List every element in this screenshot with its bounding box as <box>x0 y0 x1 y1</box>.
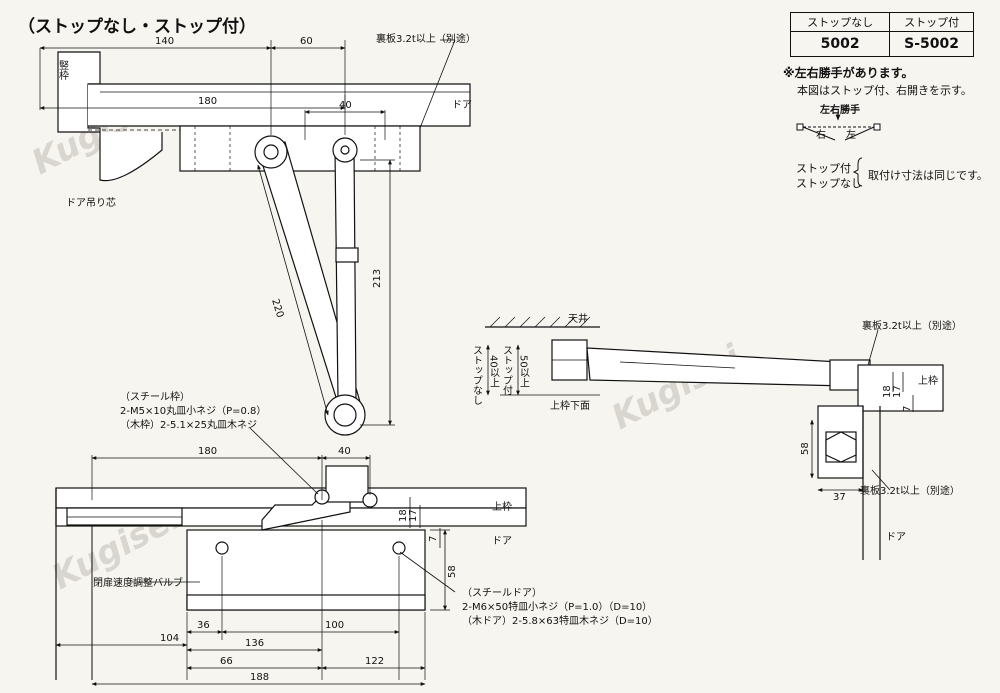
front-dim-104: 104 <box>160 633 179 644</box>
side-door-label: ドア <box>886 532 906 543</box>
side-backplate-top: 裏板3.2t以上（別途） <box>862 319 962 332</box>
handedness-note: ※左右勝手があります。 <box>783 66 914 80</box>
front-dim-136: 136 <box>245 638 264 649</box>
frame-plate <box>179 125 421 172</box>
side-dim-58: 58 <box>800 442 811 455</box>
hex-shaft <box>825 431 857 463</box>
door-top <box>88 83 471 127</box>
no-stop-min: 40以上 <box>488 355 500 388</box>
top-backplate-label: 裏板3.2t以上（別途） <box>376 32 476 45</box>
front-dim-66: 66 <box>220 656 233 667</box>
with-stop-min: 50以上 <box>518 355 530 388</box>
front-dim-17: 17 <box>408 509 419 522</box>
door-screw-wood: （木ドア）2-5.8×63特皿木ネジ（D=10） <box>462 615 658 627</box>
dim-40-top: 40 <box>339 100 352 111</box>
same-dims-note: 取付け寸法は同じです。 <box>868 169 988 182</box>
valve-label: 閉扉速度調整バルブ <box>93 576 183 589</box>
vertical-frame-label: 竪枠 <box>57 60 69 81</box>
vertical-frame <box>57 51 101 133</box>
frame-screw-title: （スチール枠） <box>120 390 190 403</box>
front-dim-40: 40 <box>338 446 351 457</box>
upper-frame-bottom-label: 上枠下面 <box>550 399 590 412</box>
front-view <box>55 427 527 686</box>
front-door-label: ドア <box>492 536 512 547</box>
dim-213: 213 <box>372 269 383 288</box>
dim-180-top: 180 <box>198 96 217 107</box>
side-dim-18: 18 <box>882 385 893 398</box>
model-no-stop: 5002 <box>789 31 891 57</box>
header-no-stop: ストップなし <box>789 12 891 32</box>
door-screw-title: （スチールドア） <box>462 587 542 599</box>
door-pivot <box>99 132 163 182</box>
front-dim-36: 36 <box>197 620 210 631</box>
front-upper-frame-label: 上枠 <box>492 500 512 513</box>
frame-screw-wood: （木枠）2-5.1×25丸皿木ネジ <box>120 418 257 431</box>
stop-without-label: ストップなし <box>796 177 862 190</box>
door-screw-left <box>215 541 229 555</box>
front-dim-122: 122 <box>365 656 384 667</box>
pivot-label: ドア吊り芯 <box>66 196 116 209</box>
dim-140: 140 <box>155 36 174 47</box>
dim-60: 60 <box>300 36 313 47</box>
model-table: ストップなし ストップ付 5002 S-5002 <box>789 12 974 57</box>
front-bracket <box>325 465 369 503</box>
header-with-stop: ストップ付 <box>889 12 974 32</box>
handedness-sketch <box>796 112 881 187</box>
ceiling-hatch <box>489 316 591 328</box>
top-door-label: ドア <box>452 100 472 111</box>
diagram-title: （ストップなし・ストップ付） <box>18 16 256 37</box>
no-stop-label: ストップなし <box>471 345 482 405</box>
stop-with-label: ストップ付 <box>796 162 851 175</box>
front-dim-180: 180 <box>198 446 217 457</box>
forearm <box>334 149 357 401</box>
door-screw-steel: 2-M6×50特皿小ネジ（P=1.0）（D=10） <box>462 601 652 613</box>
front-dim-188: 188 <box>250 672 269 683</box>
dim-220: 220 <box>269 298 285 319</box>
front-dim-100: 100 <box>325 620 344 631</box>
side-dim-17: 17 <box>892 385 903 398</box>
door-screw-right <box>392 541 406 555</box>
side-backplate-bottom: 裏板3.2t以上（別途） <box>860 484 960 497</box>
hand-left-label: 左 <box>846 128 856 141</box>
hand-right-label: 右 <box>816 128 826 141</box>
frame-screw-steel: 2-M5×10丸皿小ネジ（P=0.8） <box>120 404 266 417</box>
front-dim-7: 7 <box>428 536 439 542</box>
side-dim-7: 7 <box>902 406 913 412</box>
front-dim-18: 18 <box>398 509 409 522</box>
side-upper-frame-label: 上枠 <box>918 374 938 387</box>
ceiling-label: 天井 <box>568 312 588 325</box>
front-dim-58: 58 <box>447 565 458 578</box>
shown-config-note: 本図はストップ付、右開きを示す。 <box>797 84 972 97</box>
side-upper-frame <box>857 364 944 412</box>
with-stop-label: ストップ付 <box>501 345 513 396</box>
arm-adjuster <box>335 247 359 263</box>
top-view <box>39 39 471 436</box>
side-dim-37: 37 <box>833 492 846 503</box>
model-with-stop: S-5002 <box>889 31 974 57</box>
side-view <box>485 316 944 560</box>
hand-title: 左右勝手 <box>820 105 860 116</box>
